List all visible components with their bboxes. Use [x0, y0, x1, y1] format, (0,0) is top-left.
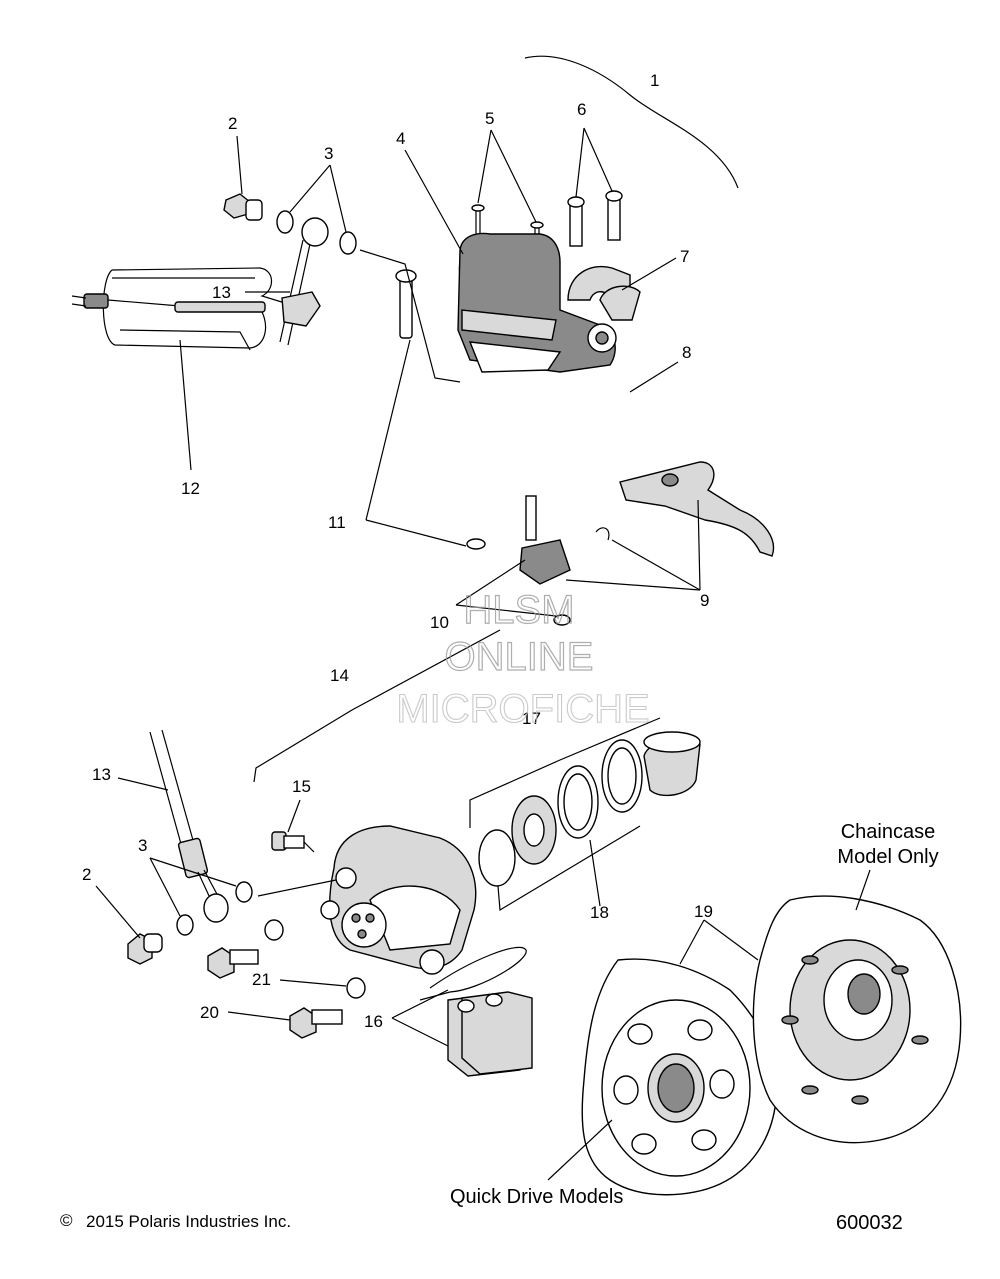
callout-4: 4	[396, 129, 405, 148]
note-chaincase-line1: Chaincase	[841, 821, 936, 843]
callout-6: 6	[577, 100, 586, 119]
copyright-text: 2015 Polaris Industries Inc.	[86, 1212, 291, 1231]
callout-3-bottom: 3	[138, 836, 147, 855]
master-cylinder-body	[457, 232, 641, 373]
brake-caliper-body	[320, 825, 477, 975]
copyright-symbol: ©	[60, 1211, 73, 1230]
callout-3-top: 3	[324, 144, 333, 163]
callout-11: 11	[328, 513, 346, 532]
assembly-bracket-1	[524, 55, 739, 189]
part-3-washer-bottom-b	[235, 881, 253, 903]
part-12-brake-switch-harness	[71, 267, 321, 351]
note-quick-drive: Quick Drive Models	[450, 1186, 623, 1208]
part-16-brake-pads	[419, 946, 533, 1077]
callout-20: 20	[200, 1003, 219, 1022]
callout-19: 19	[694, 902, 713, 921]
callout-15: 15	[292, 777, 311, 796]
callout-2-top: 2	[228, 114, 237, 133]
part-3-washer-top-a	[276, 210, 294, 234]
part-2-banjo-bolt-top	[223, 193, 263, 221]
note-chaincase-line2: Model Only	[837, 846, 938, 868]
part-19-rotor-chaincase	[752, 895, 962, 1144]
callout-13-top: 13	[212, 283, 231, 302]
callout-8: 8	[682, 343, 691, 362]
part-11-e-clip	[466, 538, 486, 550]
part-19-rotor-quick-drive	[581, 958, 778, 1196]
callout-2-bottom: 2	[82, 865, 91, 884]
part-20-caliper-bolt-a	[207, 947, 259, 979]
callout-1: 1	[650, 71, 659, 90]
part-15-bleeder-valve	[271, 831, 315, 853]
part-3-washer-top-b	[339, 231, 357, 255]
watermark-line-2: ONLINE	[445, 635, 594, 679]
part-18-piston-seals	[478, 731, 701, 887]
figure-number: 600032	[836, 1212, 903, 1234]
leader-lines-top	[179, 127, 701, 617]
watermark-line-1: HLSM	[463, 588, 574, 632]
callout-14: 14	[330, 666, 349, 685]
part-21-washer-b	[346, 977, 366, 999]
callout-18: 18	[590, 903, 609, 922]
callout-16: 16	[364, 1012, 383, 1031]
callout-5: 5	[485, 109, 494, 128]
part-21-washer-a	[264, 919, 284, 941]
part-13-brake-hose-bottom	[149, 729, 229, 923]
callout-7: 7	[680, 247, 689, 266]
callout-12: 12	[181, 479, 200, 498]
part-11-pivot-pin	[395, 269, 417, 339]
part-3-washer-bottom-a	[176, 914, 194, 936]
callout-9: 9	[700, 591, 709, 610]
watermark-line-3: MICROFICHE	[396, 687, 649, 731]
assembly-bracket-14	[253, 629, 501, 783]
part-2-banjo-bolt-bottom	[127, 933, 163, 965]
assembly-bracket-17	[469, 717, 661, 828]
callout-21: 21	[252, 970, 271, 989]
part-10-lever-pivot-bolt	[519, 495, 610, 626]
part-20-caliper-bolt-b	[289, 1007, 343, 1039]
part-6-clamp-bolts	[567, 190, 623, 247]
callout-13-bottom: 13	[92, 765, 111, 784]
part-9-brake-lever	[619, 461, 775, 557]
callout-10: 10	[430, 613, 449, 632]
leader-lines-bottom	[95, 777, 871, 1181]
callout-17: 17	[522, 709, 541, 728]
